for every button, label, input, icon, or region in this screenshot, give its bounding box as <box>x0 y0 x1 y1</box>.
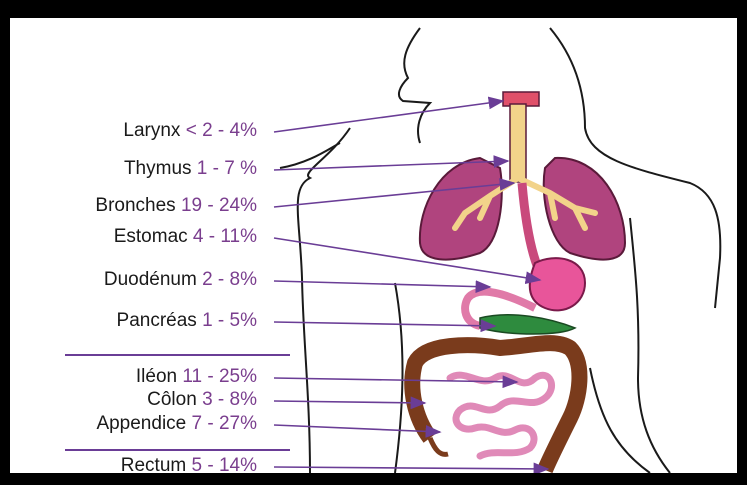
label-bronches-value: 19 - 24% <box>181 195 257 216</box>
label-thymus-name: Thymus <box>124 158 192 179</box>
left-lung <box>420 158 502 260</box>
label-larynx-name: Larynx <box>123 120 180 141</box>
label-thymus-value: 1 - 7 % <box>197 158 257 179</box>
diagram-canvas: Larynx < 2 - 4% Thymus 1 - 7 % Bronches … <box>10 18 737 473</box>
label-rectum-name: Rectum <box>121 455 186 473</box>
label-estomac: Estomac 4 - 11% <box>114 226 257 248</box>
label-appendice-name: Appendice <box>96 413 186 434</box>
left-shoulder <box>280 143 340 168</box>
label-estomac-name: Estomac <box>114 226 188 247</box>
label-colon-name: Côlon <box>147 389 197 410</box>
label-bronches: Bronches 19 - 24% <box>95 195 257 217</box>
label-ileon: Iléon 11 - 25% <box>136 366 257 388</box>
label-bronches-name: Bronches <box>95 195 175 216</box>
label-colon-value: 3 - 8% <box>202 389 257 410</box>
left-arm-inner <box>395 283 403 473</box>
label-larynx-value: < 2 - 4% <box>186 120 257 141</box>
label-pancreas: Pancréas 1 - 5% <box>117 310 257 332</box>
label-ileon-name: Iléon <box>136 366 177 387</box>
arrow-duodenum <box>274 281 490 287</box>
esophagus <box>522 183 538 268</box>
right-arm-inner <box>630 218 670 473</box>
right-waist <box>590 368 650 473</box>
label-larynx: Larynx < 2 - 4% <box>123 120 257 142</box>
trachea <box>510 104 526 182</box>
arrow-pancreas <box>274 322 495 326</box>
label-duodenum-value: 2 - 8% <box>202 269 257 290</box>
appendix <box>430 438 448 454</box>
ileum <box>450 375 552 456</box>
label-rectum-value: 5 - 14% <box>192 455 257 473</box>
label-appendice-value: 7 - 27% <box>192 413 257 434</box>
label-appendice: Appendice 7 - 27% <box>96 413 257 435</box>
label-duodenum: Duodénum 2 - 8% <box>104 269 257 291</box>
stomach <box>530 258 585 310</box>
label-colon: Côlon 3 - 8% <box>147 389 257 411</box>
arrow-rectum <box>274 467 548 469</box>
pancreas <box>480 315 575 334</box>
label-rectum: Rectum 5 - 14% <box>121 455 257 473</box>
label-pancreas-value: 1 - 5% <box>202 310 257 331</box>
label-ileon-value: 11 - 25% <box>182 366 257 387</box>
left-side <box>298 128 350 473</box>
label-estomac-value: 4 - 11% <box>193 226 257 247</box>
arrow-larynx <box>274 101 503 132</box>
face-profile <box>399 28 430 143</box>
label-duodenum-name: Duodénum <box>104 269 197 290</box>
label-thymus: Thymus 1 - 7 % <box>124 158 257 180</box>
arrow-estomac <box>274 238 540 280</box>
label-pancreas-name: Pancréas <box>117 310 197 331</box>
